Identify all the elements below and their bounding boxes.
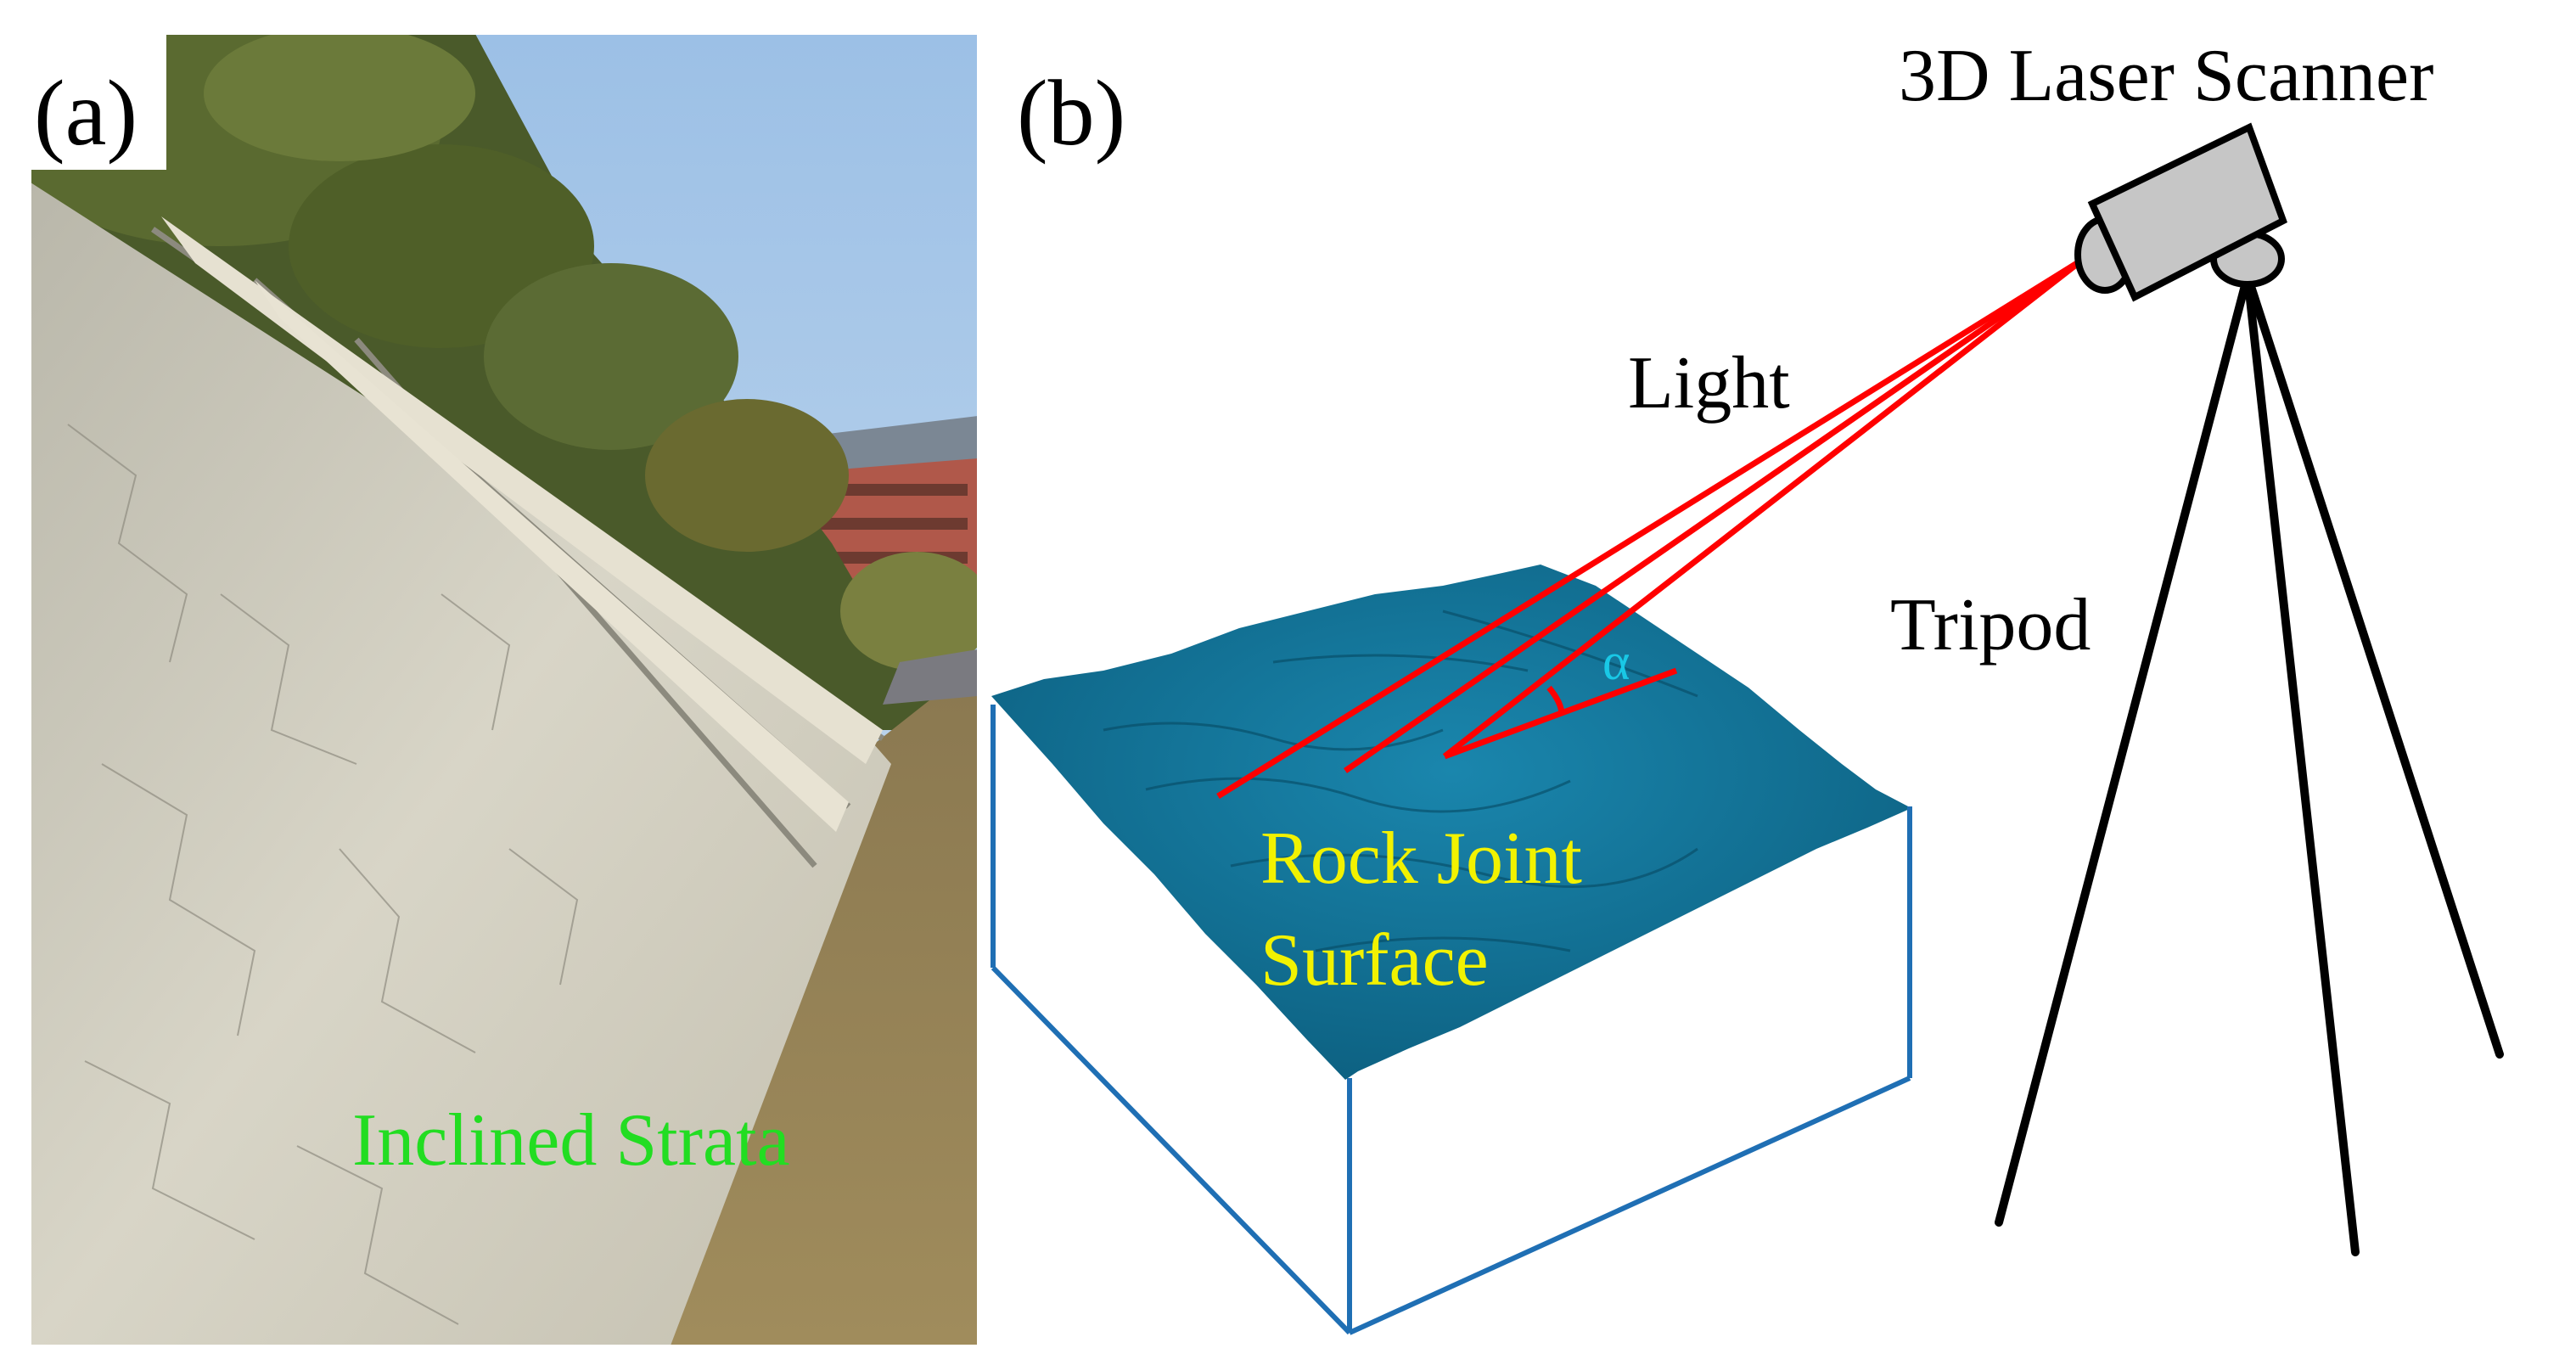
rock-block xyxy=(991,565,1912,1335)
rock-joint-surface xyxy=(991,565,1911,1080)
box-edges xyxy=(991,705,1912,1335)
tripod xyxy=(1995,272,2504,1256)
laser-scanner xyxy=(2074,122,2287,302)
tripod-leg-right xyxy=(2243,272,2504,1059)
scanner-body xyxy=(2087,122,2287,302)
panel-b-label: (b) xyxy=(1017,61,1125,165)
inclined-strata-label: Inclined Strata xyxy=(352,1099,790,1182)
grass xyxy=(671,662,978,1345)
tripod-leg-middle xyxy=(2243,272,2360,1256)
tripod-label: Tripod xyxy=(1890,584,2091,666)
tripod-leg-left xyxy=(1995,272,2252,1227)
box-front xyxy=(993,705,1350,1333)
rock-joint-label-line1: Rock Joint xyxy=(1260,817,1582,900)
rock-joint-label-line2: Surface xyxy=(1260,919,1489,1002)
laser-beam-3 xyxy=(1442,256,2086,759)
scanner-label: 3D Laser Scanner xyxy=(1899,35,2433,117)
rock-slope xyxy=(31,183,891,1345)
angle-alpha-label: α xyxy=(1602,633,1630,691)
rock-cracks xyxy=(67,424,579,1325)
angle-arc xyxy=(1546,685,1565,716)
laser-beams xyxy=(1216,256,2086,799)
box-right xyxy=(1350,806,1910,1333)
panel-a-label: (a) xyxy=(34,61,137,165)
ledge-band xyxy=(161,216,883,764)
laser-beam-2 xyxy=(1344,256,2085,773)
photo-frame xyxy=(30,33,979,1346)
laser-beam-1 xyxy=(1216,256,2085,799)
light-label: Light xyxy=(1628,342,1790,424)
surface-texture xyxy=(1103,609,1698,952)
panel-a-label-bg xyxy=(31,34,166,170)
